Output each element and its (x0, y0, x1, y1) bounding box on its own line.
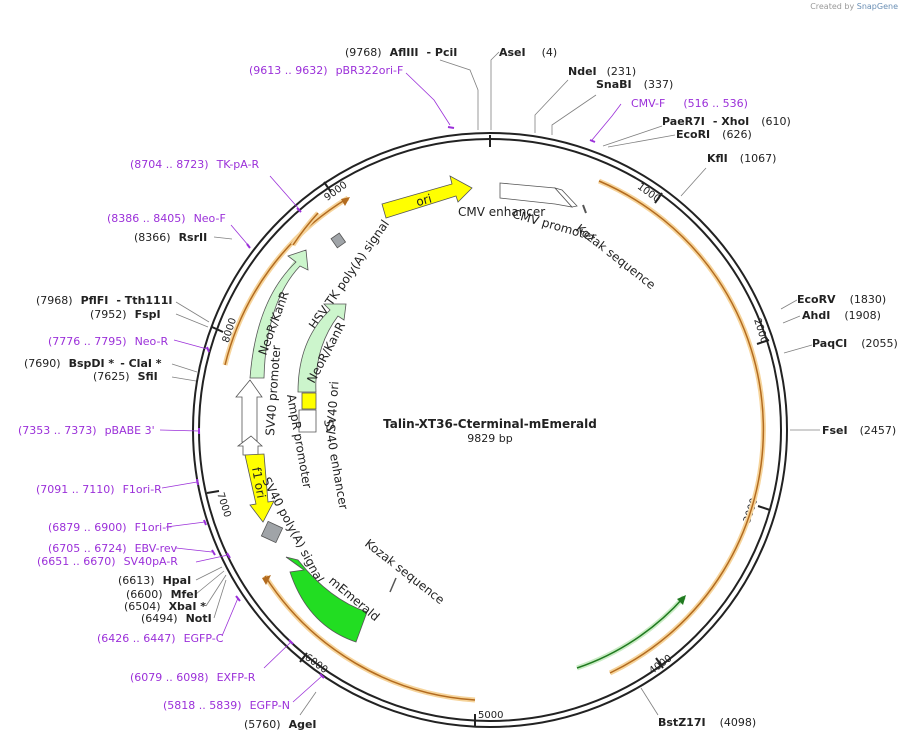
site-asei: AseI(4) (499, 46, 557, 59)
site-agei: (5760)AgeI (244, 718, 317, 731)
feature-kozak-lower-mark (389, 577, 397, 593)
site-paqci: PaqCI(2055) (812, 337, 898, 350)
feature-sv40-ori-label: SV40 ori (324, 381, 341, 432)
green-arc-lower-line (576, 596, 685, 669)
feature-neor-inner-arrow (297, 303, 347, 393)
cds-arc-upper-short-line (292, 212, 319, 246)
created-by-text: Created by (810, 2, 855, 11)
feature-hsv-tk-block (330, 232, 347, 249)
feature-f1ori-arrow (244, 453, 275, 523)
features: ori CMV enhancer CMV promoter Kozak sequ… (235, 175, 658, 643)
feature-cmv-enhancer-arrow (499, 182, 574, 208)
site-ecorv: EcoRV(1830) (797, 293, 886, 306)
tick-label-5000: 5000 (478, 710, 503, 721)
site-afliii: (9768)AflIII- PciI (345, 46, 457, 59)
feature-ori-arrow (381, 175, 473, 219)
feature-ori-label: ori (414, 192, 433, 210)
feature-sv40-ori-block (301, 392, 317, 410)
feature-sv40-polya-block (260, 520, 284, 544)
cds-arc-upper-arrow (341, 197, 350, 206)
site-hpai: (6613)HpaI (118, 574, 191, 587)
feature-kozak-mark (582, 204, 587, 214)
site-noti: (6494)NotI (141, 612, 212, 625)
feature-sv40-enhancer-label: SV40 enhancer (321, 418, 351, 510)
cds-arc-mid-arrow (262, 575, 271, 585)
site-f1ori-r: (7091 .. 7110)F1ori-R (36, 483, 162, 496)
site-fsei: FseI(2457) (822, 424, 896, 437)
snapgene-logo: SnapGene (856, 2, 898, 11)
feature-memerald-arrow (285, 556, 368, 643)
feature-hsv-tk-label: HSV TK poly(A) signal (306, 217, 392, 331)
feature-cmv-enhancer-label: CMV enhancer (458, 205, 545, 219)
site-tk-pa-r: (8704 .. 8723)TK-pA-R (130, 158, 260, 171)
site-ebv-rev: (6705 .. 6724)EBV-rev (48, 542, 178, 555)
site-xbai: (6504)XbaI * (124, 600, 206, 613)
center-labels: Talin-XT36-Cterminal-mEmerald 9829 bp (383, 417, 597, 445)
site-egfp-c: (6426 .. 6447)EGFP-C (97, 632, 224, 645)
feature-kozak-lower-label: Kozak sequence (362, 536, 447, 607)
backbone-ticks (206, 135, 771, 726)
feature-ampr-promoter-arrow (236, 435, 264, 456)
feature-sv40-promoter-arrow (235, 379, 263, 443)
site-neo-r: (7776 .. 7795)Neo-R (48, 335, 168, 348)
site-sv40pa-r: (6651 .. 6670)SV40pA-R (37, 555, 178, 568)
site-egfp-n: (5818 .. 5839)EGFP-N (163, 699, 290, 712)
plasmid-name: Talin-XT36-Cterminal-mEmerald (383, 417, 597, 431)
site-bspdi: (7690)BspDI *- ClaI * (24, 357, 162, 370)
site-mfei: (6600)MfeI (126, 588, 198, 601)
site-kfli: KflI(1067) (707, 152, 776, 165)
cds-arc-upper-line (224, 197, 349, 366)
plasmid-size: 9829 bp (467, 432, 512, 445)
primer-leaders (159, 72, 622, 703)
site-pflfi: (7968)PflFI- Tth111I (36, 294, 172, 307)
cds-arc-mid-line (264, 575, 476, 701)
site-sfii: (7625)SfiI (93, 370, 158, 383)
site-pbr322ori-f: (9613 .. 9632)pBR322ori-F (249, 64, 403, 77)
leader-lines (171, 51, 820, 716)
cds-arc-talin-line (598, 180, 765, 674)
site-pbabe3: (7353 .. 7373)pBABE 3' (18, 424, 155, 437)
site-f1ori-f: (6879 .. 6900)F1ori-F (48, 521, 173, 534)
feature-f1ori-label: f1 ori (249, 466, 268, 499)
feature-cmv-promoter-arrow (553, 187, 578, 208)
site-labels: (9768)AflIII- PciI AseI(4) NdeI(231) Sna… (18, 46, 898, 731)
site-neo-f: (8386 .. 8405)Neo-F (107, 212, 226, 225)
site-ndei: NdeI(231) (568, 65, 636, 78)
site-cmv-f: CMV-F(516 .. 536) (631, 97, 748, 110)
site-bstz17i: BstZ17I(4098) (658, 716, 756, 729)
tick-label-7000: 7000 (214, 491, 232, 519)
feature-kozak-label: Kozak sequence (573, 221, 658, 292)
site-ecori: EcoRI(626) (676, 128, 752, 141)
site-snabi: SnaBI(337) (596, 78, 673, 91)
site-paer7i: PaeR7I- XhoI(610) (662, 115, 791, 128)
feature-sv40-enhancer-arrow (298, 409, 317, 433)
site-rsrii: (8366)RsrII (134, 231, 207, 244)
snapgene-brand: Created by SnapGene (810, 2, 898, 11)
feature-sv40-promoter-label: SV40 promoter (263, 345, 283, 436)
site-fspi: (7952)FspI (90, 308, 161, 321)
green-arc-lower-arrow (677, 595, 686, 605)
feature-neor-outer-arrow (249, 249, 309, 379)
site-exfp-r: (6079 .. 6098)EXFP-R (130, 671, 256, 684)
site-ahdi: AhdI(1908) (802, 309, 881, 322)
